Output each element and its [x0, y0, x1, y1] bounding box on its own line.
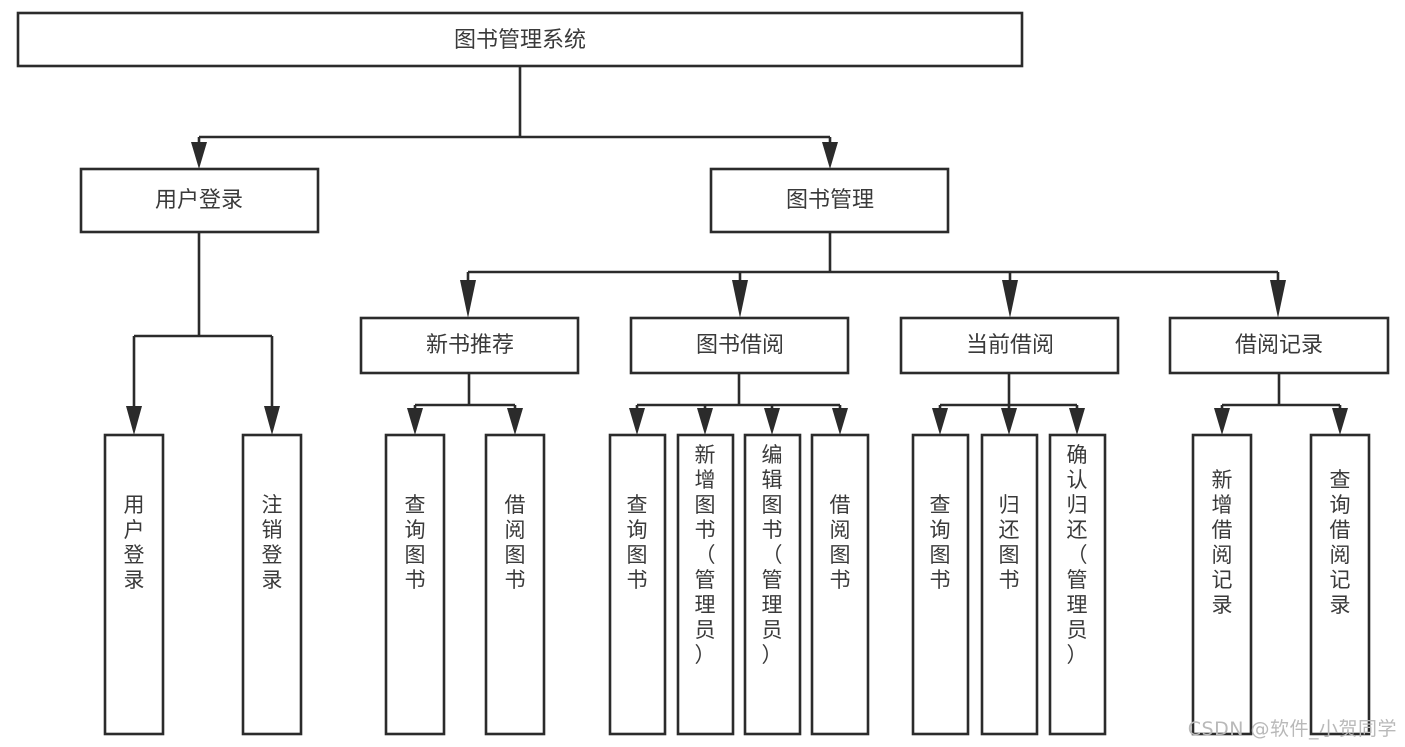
node-root-box[interactable] [16, 11, 1024, 68]
leaf-borrow-book-1-box[interactable] [484, 433, 546, 736]
leaf-edit-book-admin-box[interactable] [743, 433, 802, 736]
node-user-login[interactable]: 用户登录 [79, 167, 320, 234]
leaf-logout[interactable]: 注销登录 [241, 433, 303, 736]
node-book-mgmt-box[interactable] [709, 167, 950, 234]
arrow-head-add-record [1214, 408, 1230, 435]
leaf-user-login-box[interactable] [103, 433, 165, 736]
leaf-add-record[interactable]: 新增借阅记录 [1191, 433, 1253, 736]
leaf-query-book-1-box[interactable] [384, 433, 446, 736]
arrow-head-return-book [1001, 408, 1017, 435]
node-current-borrow-label: 当前借阅 [966, 333, 1054, 358]
node-layer: 图书管理系统 用户登录 图书管理 新书推荐 图书借阅 [16, 11, 1390, 736]
connector-layer [126, 66, 1348, 435]
leaf-edit-book-admin-label: 编辑图书（管理员） [762, 443, 783, 667]
leaf-query-book-1-label: 查询图书 [405, 493, 426, 592]
node-book-mgmt-label: 图书管理 [786, 188, 874, 213]
arrow-head-query-book-2 [629, 408, 645, 435]
arrow-head-borrow-record [1270, 280, 1286, 318]
node-root-label: 图书管理系统 [454, 28, 586, 53]
leaf-query-book-3-box[interactable] [911, 433, 970, 736]
leaf-add-book-admin-box[interactable] [676, 433, 735, 736]
leaf-borrow-book-2-box[interactable] [810, 433, 870, 736]
arrow-head-edit-book-admin [764, 408, 780, 435]
arrow-head-new-book-rec [460, 280, 476, 318]
arrow-head-leaf-user-login [126, 406, 142, 435]
leaf-user-login[interactable]: 用户登录 [103, 433, 165, 736]
node-borrow-record-box[interactable] [1168, 316, 1390, 375]
leaf-query-record[interactable]: 查询借阅记录 [1309, 433, 1371, 736]
leaf-add-book-admin[interactable]: 新增图书（管理员） [676, 433, 735, 736]
leaf-query-book-1[interactable]: 查询图书 [384, 433, 446, 736]
leaf-query-book-3[interactable]: 查询图书 [911, 433, 970, 736]
leaf-add-record-label: 新增借阅记录 [1212, 468, 1233, 617]
leaf-confirm-return-admin-label: 确认归还（管理员） [1067, 443, 1088, 667]
leaf-query-book-3-label: 查询图书 [930, 493, 951, 592]
node-new-book-rec[interactable]: 新书推荐 [359, 316, 580, 375]
node-borrow-record[interactable]: 借阅记录 [1168, 316, 1390, 375]
node-new-book-rec-box[interactable] [359, 316, 580, 375]
node-new-book-rec-label: 新书推荐 [426, 333, 514, 358]
leaf-logout-box[interactable] [241, 433, 303, 736]
node-borrow-record-label: 借阅记录 [1235, 333, 1323, 358]
arrow-head-query-book-3 [932, 408, 948, 435]
leaf-query-record-box[interactable] [1309, 433, 1371, 736]
arrow-head-current-borrow [1002, 280, 1018, 318]
leaf-add-book-admin-label: 新增图书（管理员） [695, 443, 716, 667]
leaf-return-book[interactable]: 归还图书 [980, 433, 1039, 736]
leaf-logout-label: 注销登录 [262, 493, 283, 592]
arrow-head-borrow-book-1 [507, 408, 523, 435]
node-current-borrow-box[interactable] [899, 316, 1120, 375]
leaf-borrow-book-2[interactable]: 借阅图书 [810, 433, 870, 736]
arrow-head-user-login [191, 142, 207, 169]
leaf-query-record-label: 查询借阅记录 [1330, 468, 1351, 617]
node-root[interactable]: 图书管理系统 [16, 11, 1024, 68]
arrow-head-query-record [1332, 408, 1348, 435]
leaf-add-record-box[interactable] [1191, 433, 1253, 736]
arrow-head-confirm-return-admin [1069, 408, 1085, 435]
arrow-head-add-book-admin [697, 408, 713, 435]
leaf-edit-book-admin[interactable]: 编辑图书（管理员） [743, 433, 802, 736]
leaf-return-book-label: 归还图书 [999, 493, 1020, 592]
arrow-head-query-book-1 [407, 408, 423, 435]
leaf-borrow-book-2-label: 借阅图书 [830, 493, 851, 592]
arrow-head-leaf-logout [264, 406, 280, 435]
arrow-head-book-borrow [732, 280, 748, 318]
leaf-query-book-2-label: 查询图书 [627, 493, 648, 592]
leaf-confirm-return-admin-box[interactable] [1048, 433, 1107, 736]
node-book-borrow-box[interactable] [629, 316, 850, 375]
node-user-login-box[interactable] [79, 167, 320, 234]
leaf-borrow-book-1-label: 借阅图书 [505, 493, 526, 592]
arrow-head-borrow-book-2 [832, 408, 848, 435]
arrow-head-book-mgmt [822, 142, 838, 169]
leaf-confirm-return-admin[interactable]: 确认归还（管理员） [1048, 433, 1107, 736]
node-book-borrow[interactable]: 图书借阅 [629, 316, 850, 375]
leaf-return-book-box[interactable] [980, 433, 1039, 736]
node-book-borrow-label: 图书借阅 [696, 333, 784, 358]
node-book-mgmt[interactable]: 图书管理 [709, 167, 950, 234]
leaf-query-book-2-box[interactable] [608, 433, 667, 736]
leaf-borrow-book-1[interactable]: 借阅图书 [484, 433, 546, 736]
leaf-query-book-2[interactable]: 查询图书 [608, 433, 667, 736]
leaf-user-login-label: 用户登录 [124, 493, 145, 592]
node-user-login-label: 用户登录 [155, 188, 243, 213]
node-current-borrow[interactable]: 当前借阅 [899, 316, 1120, 375]
